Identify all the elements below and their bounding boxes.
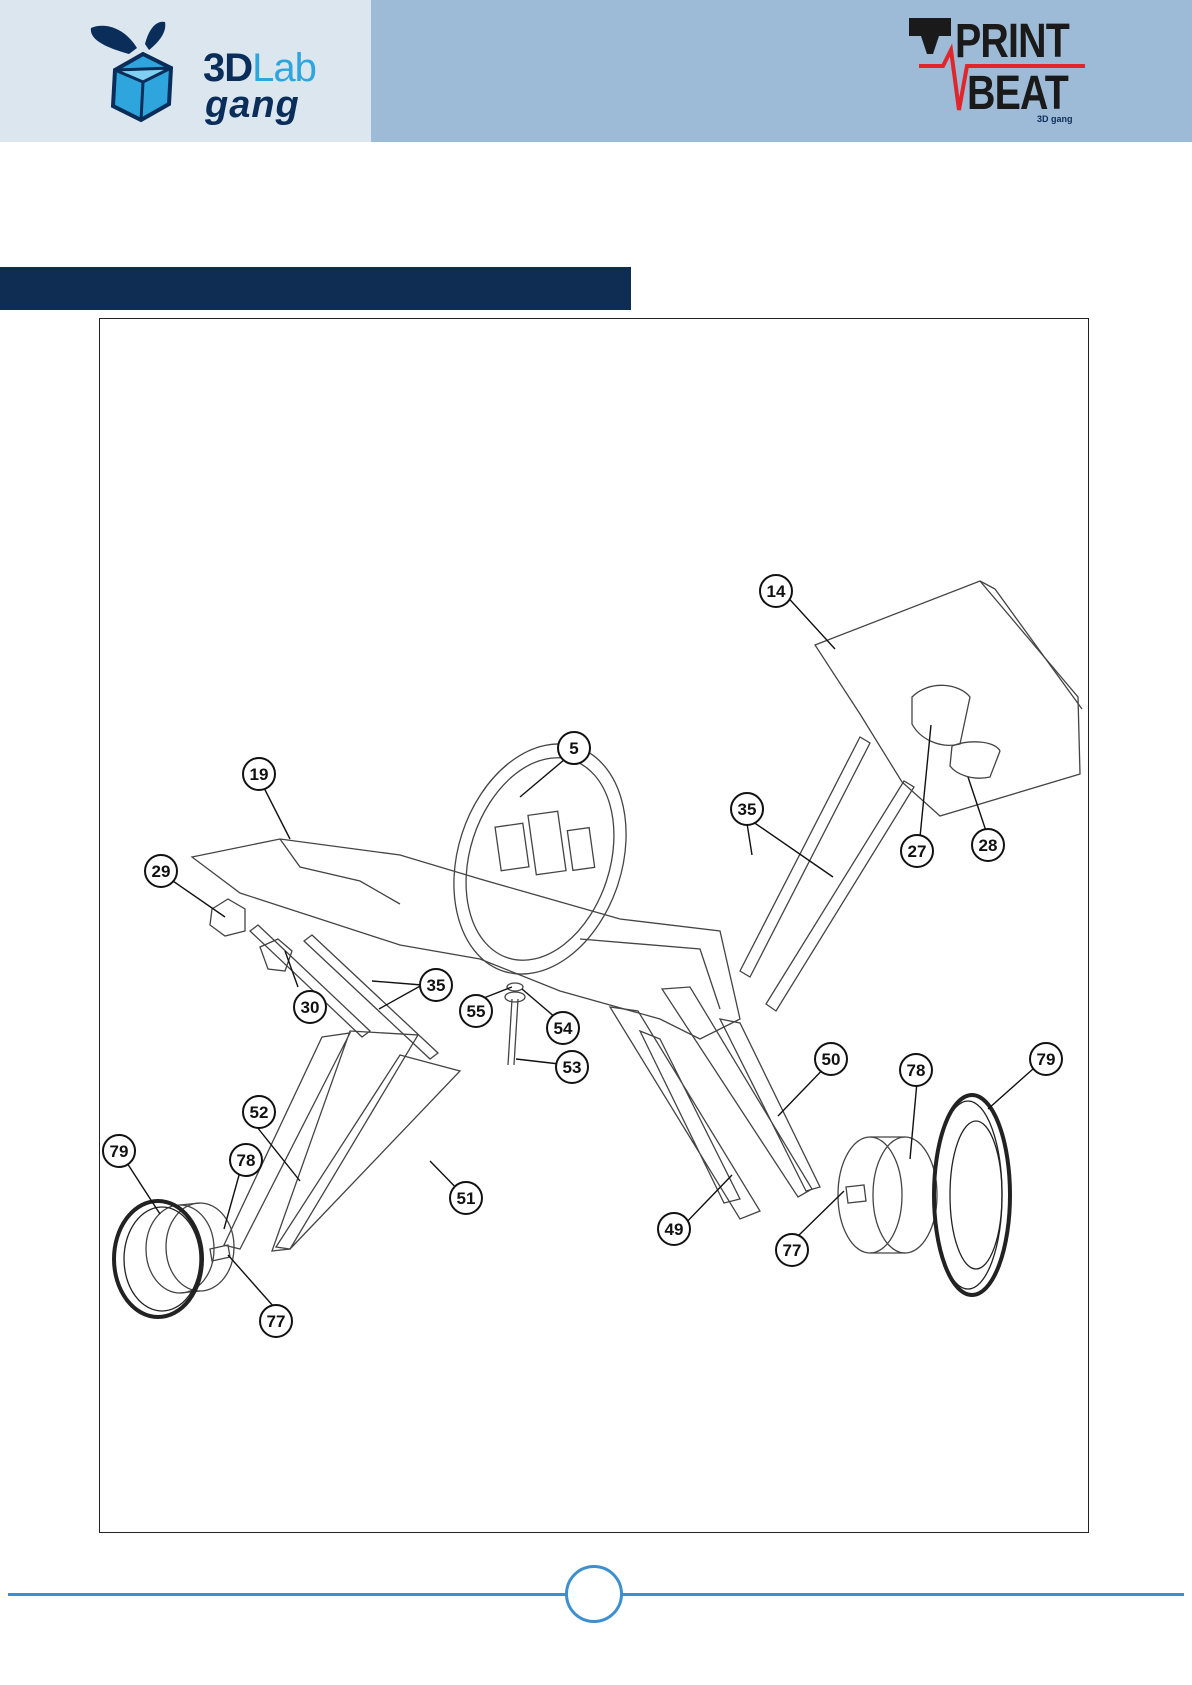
svg-text:19: 19 <box>250 765 269 784</box>
part-51-leg <box>276 1055 460 1249</box>
callout-14: 14 <box>760 575 792 607</box>
callout-55: 55 <box>460 995 492 1027</box>
part-53-55-pin-assembly <box>505 983 525 1065</box>
section-title-bar <box>0 267 631 310</box>
callout-77-left: 77 <box>260 1305 292 1337</box>
part-35-strut-left-b <box>304 935 438 1059</box>
callout-50: 50 <box>815 1043 847 1075</box>
leader-lines <box>118 592 1042 1307</box>
svg-text:30: 30 <box>301 998 320 1017</box>
svg-text:54: 54 <box>554 1019 573 1038</box>
part-35-strut-right-b <box>766 781 914 1011</box>
svg-text:79: 79 <box>1037 1050 1056 1069</box>
callout-51: 51 <box>450 1182 482 1214</box>
svg-text:78: 78 <box>237 1151 256 1170</box>
brand-gang: gang <box>205 84 300 127</box>
svg-text:79: 79 <box>110 1142 129 1161</box>
part-79-tire-left <box>114 1201 202 1317</box>
brand-beat: BEAT <box>967 66 1068 121</box>
exploded-view-frame: 14 5 19 29 27 28 35 35 30 55 54 53 50 78… <box>99 318 1089 1533</box>
svg-text:55: 55 <box>467 1002 486 1021</box>
callout-35-left: 35 <box>420 969 452 1001</box>
part-29-bracket <box>210 899 245 936</box>
callout-28: 28 <box>972 829 1004 861</box>
callout-30: 30 <box>294 991 326 1023</box>
svg-text:53: 53 <box>563 1058 582 1077</box>
callout-79-left: 79 <box>103 1135 135 1167</box>
callout-52: 52 <box>243 1096 275 1128</box>
callout-49: 49 <box>658 1213 690 1245</box>
svg-text:50: 50 <box>822 1050 841 1069</box>
part-14-fuselage-panel <box>815 581 1082 816</box>
propeller-cube-icon <box>85 18 205 128</box>
svg-text:78: 78 <box>907 1061 926 1080</box>
callout-78-right: 78 <box>900 1054 932 1086</box>
callout-19: 19 <box>243 758 275 790</box>
callout-29: 29 <box>145 855 177 887</box>
svg-text:52: 52 <box>250 1103 269 1122</box>
part-78-hub-right <box>838 1137 937 1253</box>
3dlabgang-logo: 3DLab gang <box>85 18 335 128</box>
printbeat-logo: PRINT BEAT 3D gang <box>905 14 1095 136</box>
svg-text:77: 77 <box>783 1241 802 1260</box>
callout-77-right: 77 <box>776 1234 808 1266</box>
exploded-assembly-diagram: 14 5 19 29 27 28 35 35 30 55 54 53 50 78… <box>100 319 1090 1534</box>
svg-text:29: 29 <box>152 862 171 881</box>
page-number-circle <box>565 1565 623 1623</box>
svg-text:14: 14 <box>767 582 786 601</box>
callout-54: 54 <box>547 1012 579 1044</box>
svg-text:77: 77 <box>267 1312 286 1331</box>
callout-35-right: 35 <box>731 793 763 825</box>
callout-79-right: 79 <box>1030 1043 1062 1075</box>
svg-text:51: 51 <box>457 1189 476 1208</box>
part-50-leg <box>662 987 820 1197</box>
brand-small-mark: 3D gang <box>1037 114 1073 124</box>
callout-78-left: 78 <box>230 1144 262 1176</box>
part-79-tire-right <box>934 1095 1010 1295</box>
svg-text:35: 35 <box>738 800 757 819</box>
svg-text:49: 49 <box>665 1220 684 1239</box>
part-49-leg <box>610 1007 760 1219</box>
callout-27: 27 <box>901 835 933 867</box>
part-52-leg <box>224 1031 418 1251</box>
part-77-axle-right <box>846 1185 866 1203</box>
brand-print: PRINT <box>955 14 1069 69</box>
svg-text:35: 35 <box>427 976 446 995</box>
svg-text:5: 5 <box>569 739 578 758</box>
callout-5: 5 <box>558 732 590 764</box>
callout-53: 53 <box>556 1051 588 1083</box>
svg-text:27: 27 <box>908 842 927 861</box>
svg-text:28: 28 <box>979 836 998 855</box>
